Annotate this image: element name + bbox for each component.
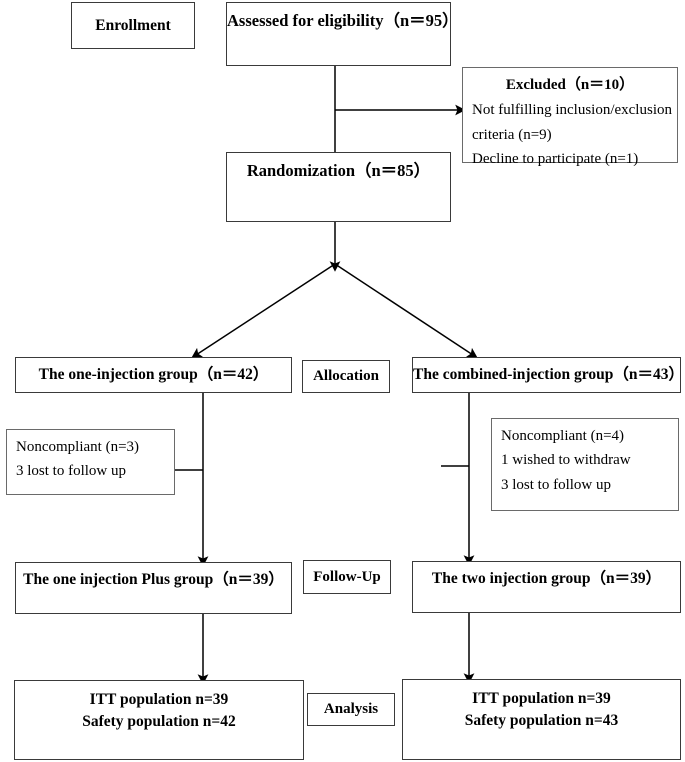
node-left-dropout: Noncompliant (n=3) 3 lost to follow up	[6, 429, 175, 495]
node-excluded-header: Excluded（n＝10）	[505, 77, 635, 93]
node-assessed-for-eligibility: Assessed for eligibility（n＝95）	[226, 2, 459, 66]
node-right-dropout: Noncompliant (n=4) 1 wished to withdraw …	[491, 418, 679, 511]
node-right-analysis-line-2: Safety population n=43	[464, 712, 619, 729]
stage-label-analysis-text: Analysis	[323, 701, 379, 717]
stage-label-enrollment: Enrollment	[71, 2, 195, 49]
node-right-dropout-line-1: Noncompliant (n=4)	[501, 428, 625, 444]
node-left-dropout-line-1: Noncompliant (n=3)	[16, 439, 140, 455]
node-randomization: Randomization（n＝85）	[226, 152, 451, 222]
node-left-analysis-line-1: ITT population n=39	[89, 691, 229, 708]
node-right-group: The combined-injection group（n＝43）	[412, 357, 684, 393]
node-right-followup-text: The two injection group（n＝39）	[431, 570, 662, 587]
node-left-analysis: ITT population n=39 Safety population n=…	[14, 680, 304, 760]
node-left-followup-text: The one injection Plus group（n＝39）	[23, 571, 284, 588]
stage-label-followup: Follow-Up	[303, 560, 391, 594]
node-right-dropout-line-3: 3 lost to follow up	[501, 476, 612, 493]
node-right-analysis-line-1: ITT population n=39	[472, 690, 611, 707]
node-left-group-text: The one-injection group（n＝42）	[38, 366, 269, 383]
node-excluded-line-2: criteria (n=9)	[472, 126, 552, 143]
node-excluded-line-3: Decline to participate (n=1)	[472, 150, 639, 167]
stage-label-analysis: Analysis	[307, 693, 395, 726]
node-left-group: The one-injection group（n＝42）	[15, 357, 292, 393]
node-left-analysis-line-2: Safety population n=42	[82, 713, 236, 730]
node-assessed-text: Assessed for eligibility（n＝95）	[227, 11, 459, 30]
node-left-dropout-line-2: 3 lost to follow up	[16, 463, 127, 480]
stage-label-allocation: Allocation	[302, 360, 390, 393]
node-right-dropout-line-2: 1 wished to withdraw	[501, 452, 631, 469]
node-randomization-text: Randomization（n＝85）	[246, 161, 431, 180]
stage-label-allocation-text: Allocation	[313, 368, 379, 384]
node-right-analysis: ITT population n=39 Safety population n=…	[402, 679, 681, 760]
line-split-to-left-group	[191, 263, 336, 359]
node-right-followup: The two injection group（n＝39）	[412, 561, 681, 613]
node-left-followup: The one injection Plus group（n＝39）	[15, 562, 292, 614]
node-excluded: Excluded（n＝10） Not fulfilling inclusion/…	[462, 67, 678, 167]
node-right-group-text: The combined-injection group（n＝43）	[413, 366, 684, 383]
node-excluded-line-1: Not fulfilling inclusion/exclusion	[472, 102, 672, 119]
stage-label-enrollment-text: Enrollment	[95, 16, 171, 34]
stage-label-followup-text: Follow-Up	[313, 568, 381, 585]
line-split-to-right-group	[334, 263, 478, 359]
